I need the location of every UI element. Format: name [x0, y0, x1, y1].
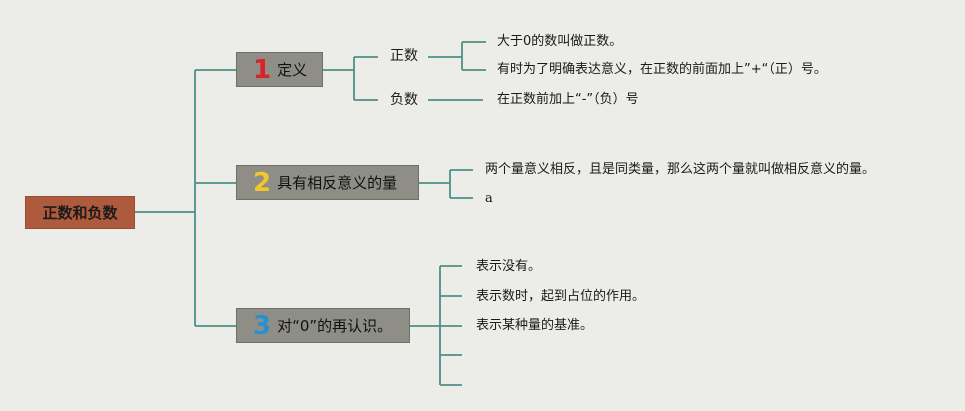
- leaf-opposite-definition[interactable]: 两个量意义相反，且是同类量，那么这两个量就叫做相反意义的量。: [485, 162, 876, 177]
- branch-opposite-quantities[interactable]: 2 具有相反意义的量: [236, 165, 419, 200]
- branch-number-3: 3: [253, 310, 272, 341]
- leaf-positive-definition[interactable]: 大于0的数叫做正数。: [497, 34, 623, 49]
- branch-label: 定义: [277, 61, 308, 79]
- branch-number-1: 1: [253, 54, 272, 85]
- branch-definition[interactable]: 1 定义: [236, 52, 323, 87]
- leaf-zero-placeholder[interactable]: 表示数时，起到占位的作用。: [476, 289, 646, 304]
- leaf-positive-sign[interactable]: 有时为了明确表达意义，在正数的前面加上”+“（正）号。: [497, 62, 827, 77]
- root-label: 正数和负数: [42, 204, 118, 222]
- node-positive[interactable]: 正数: [390, 48, 418, 64]
- branch-number-2: 2: [253, 167, 272, 198]
- leaf-zero-nothing[interactable]: 表示没有。: [476, 259, 542, 274]
- branch-label: 具有相反意义的量: [277, 174, 398, 192]
- root-node[interactable]: 正数和负数: [25, 196, 135, 229]
- branch-zero[interactable]: 3 对“0”的再认识。: [236, 308, 410, 343]
- branch-label: 对“0”的再认识。: [277, 317, 393, 335]
- leaf-negative-definition[interactable]: 在正数前加上“-”（负）号: [497, 92, 639, 107]
- leaf-opposite-a[interactable]: a: [485, 191, 493, 206]
- leaf-zero-baseline[interactable]: 表示某种量的基准。: [476, 318, 594, 333]
- node-negative[interactable]: 负数: [390, 92, 418, 108]
